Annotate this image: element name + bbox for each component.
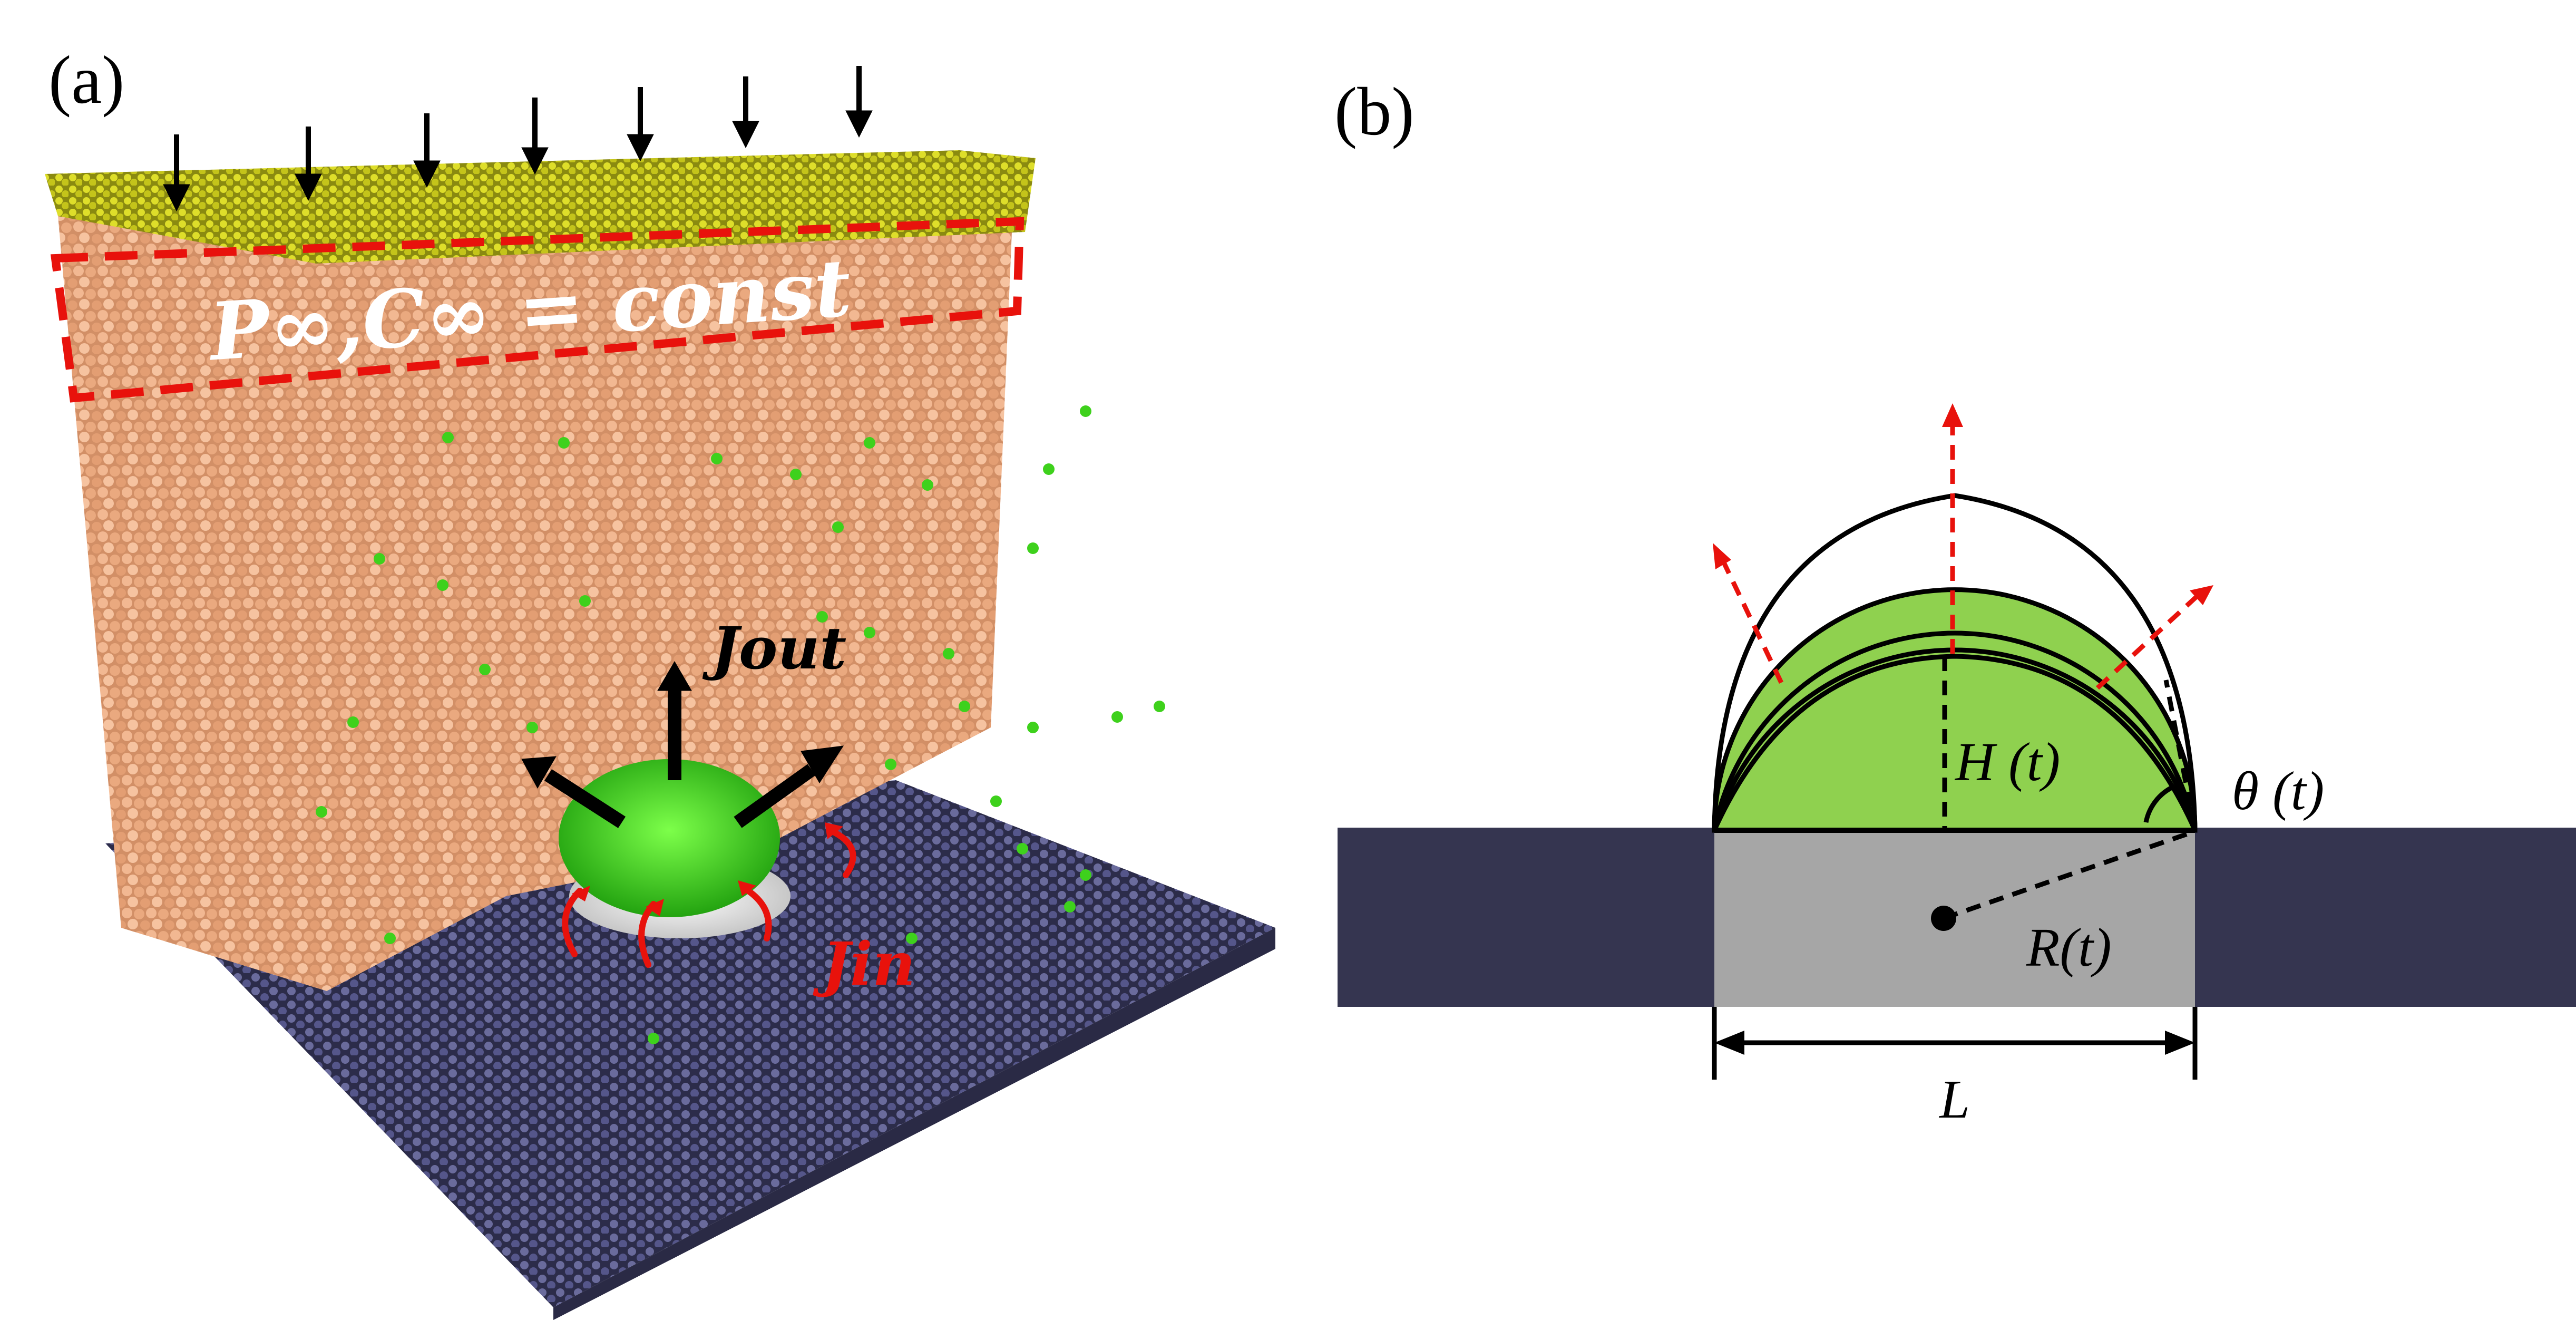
flux-in-label: Jin <box>813 930 915 999</box>
boundary-region <box>50 217 1024 403</box>
dissolved-gas-atoms <box>316 405 1165 1044</box>
bubble-middle-outline <box>1712 630 2198 831</box>
panel-a-md-snapshot: (a) P∞,C∞ = const <box>45 42 1275 1320</box>
curved-flux-arrow-heads <box>572 822 843 916</box>
tangent-line <box>2163 680 2198 831</box>
growth-arrow-heads <box>1713 403 2213 605</box>
bubble-inner-outline-2 <box>1712 654 2198 831</box>
bubble-outer <box>1712 587 2198 833</box>
panel-a-letter: (a) <box>48 42 124 118</box>
width-label: L <box>1938 1069 1970 1130</box>
height-label: H (t) <box>1954 732 2060 792</box>
radius-line <box>1943 829 2194 921</box>
angle-arc <box>2143 784 2175 823</box>
pressure-arrow-icon <box>163 66 873 212</box>
flux-out-label: Jout <box>702 614 846 682</box>
width-dimension <box>1712 1007 2198 1080</box>
top-piston <box>45 150 1036 264</box>
panel-b-letter: (b) <box>1334 74 1414 150</box>
panel-b-schematic: (b) H (t) θ (t) <box>1334 74 2576 1130</box>
gas-bubble-cluster <box>559 759 780 917</box>
growth-arrows <box>1721 422 2200 690</box>
radius-label: R(t) <box>2026 917 2112 978</box>
curved-flux-arrow-icon <box>562 830 856 968</box>
angle-label: θ (t) <box>2232 761 2324 821</box>
flux-arrow-icon <box>521 661 844 828</box>
substrate-edge <box>553 928 1275 1320</box>
